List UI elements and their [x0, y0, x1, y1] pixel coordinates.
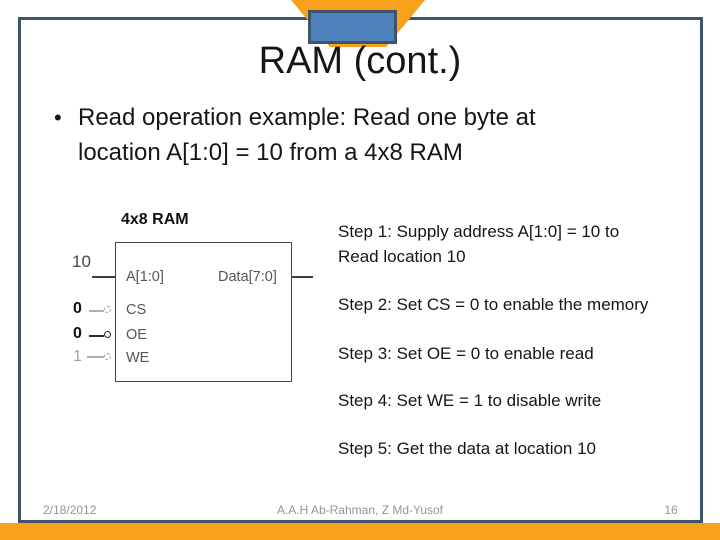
address-wire [92, 276, 115, 278]
top-tab-ornament [308, 10, 397, 44]
bullet-item: • Read operation example: Read one byte … [54, 100, 616, 170]
oe-wire [89, 335, 104, 337]
bullet-marker: • [54, 105, 62, 130]
cs-inversion-bubble-icon [104, 306, 111, 313]
step-3: Step 3: Set OE = 0 to enable read [338, 344, 594, 363]
ram-block-outline [115, 242, 292, 382]
data-wire [292, 276, 313, 278]
address-value: 10 [72, 252, 91, 271]
we-port-label: WE [126, 350, 150, 366]
footer-authors: A.A.H Ab-Rahman, Z Md-Yusof [276, 503, 444, 517]
step-2: Step 2: Set CS = 0 to enable the memory [338, 295, 649, 314]
data-port-label: Data[7:0] [218, 269, 277, 285]
cs-port-label: CS [126, 302, 147, 318]
we-wire [87, 356, 104, 358]
step-4: Step 4: Set WE = 1 to disable write [338, 391, 602, 410]
bullet-text: Read operation example: Read one byte at… [78, 104, 536, 166]
step-1: Step 1: Supply address A[1:0] = 10 to Re… [338, 222, 620, 266]
oe-inversion-bubble-icon [104, 331, 111, 338]
slide-title: RAM (cont.) [258, 40, 462, 82]
we-inversion-bubble-icon [104, 353, 111, 360]
we-value: 1 [73, 348, 82, 365]
footer-date: 2/18/2012 [43, 503, 97, 517]
oe-value: 0 [73, 325, 82, 342]
cs-wire [89, 310, 104, 312]
ram-diagram-title: 4x8 RAM [121, 211, 189, 228]
oe-port-label: OE [126, 327, 147, 343]
step-5: Step 5: Get the data at location 10 [338, 439, 597, 458]
footer-page-number: 16 [664, 503, 678, 517]
cs-value: 0 [73, 300, 82, 317]
bottom-accent-bar [0, 523, 720, 540]
address-port-label: A[1:0] [126, 269, 164, 285]
